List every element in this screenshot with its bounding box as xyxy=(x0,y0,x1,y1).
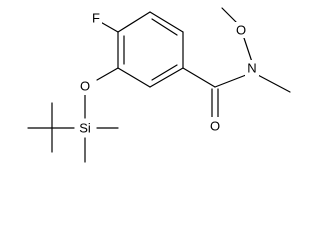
atom-silicon: Si xyxy=(79,121,91,136)
label-bg-n xyxy=(245,60,259,76)
atom-methoxy-oxygen: O xyxy=(236,23,246,38)
bond-o-methyl xyxy=(221,7,239,25)
bond-n-o xyxy=(243,37,253,63)
ring-bond-c5-c6 xyxy=(117,67,151,88)
ring-bond-c2-c3 xyxy=(149,11,184,33)
atom-carbonyl-oxygen: O xyxy=(210,119,220,134)
ring-bond-c4-c5 xyxy=(149,67,184,88)
ring-double-inner-3 xyxy=(151,64,178,81)
label-bg-si xyxy=(76,120,95,136)
bond-carbonyl-n xyxy=(214,74,247,88)
label-bg-f xyxy=(90,11,102,27)
ring-double-inner-2 xyxy=(151,18,178,36)
bond-c-o-ether xyxy=(96,67,119,81)
atom-labels: F O Si O N O xyxy=(76,11,259,136)
label-bg-o-ether xyxy=(79,79,92,95)
molecule-structure: F O Si O N O xyxy=(27,7,291,163)
atom-fluorine: F xyxy=(92,11,100,26)
ring-bond-c1-c2 xyxy=(117,11,151,33)
bond-ring-carbonyl xyxy=(182,67,216,88)
label-bg-o-methoxy xyxy=(234,22,248,38)
atom-ether-oxygen: O xyxy=(80,79,90,94)
bonds xyxy=(27,7,291,163)
label-bg-o-carbonyl xyxy=(208,117,222,133)
bond-n-methyl xyxy=(255,73,291,93)
atom-amide-nitrogen: N xyxy=(247,61,256,76)
